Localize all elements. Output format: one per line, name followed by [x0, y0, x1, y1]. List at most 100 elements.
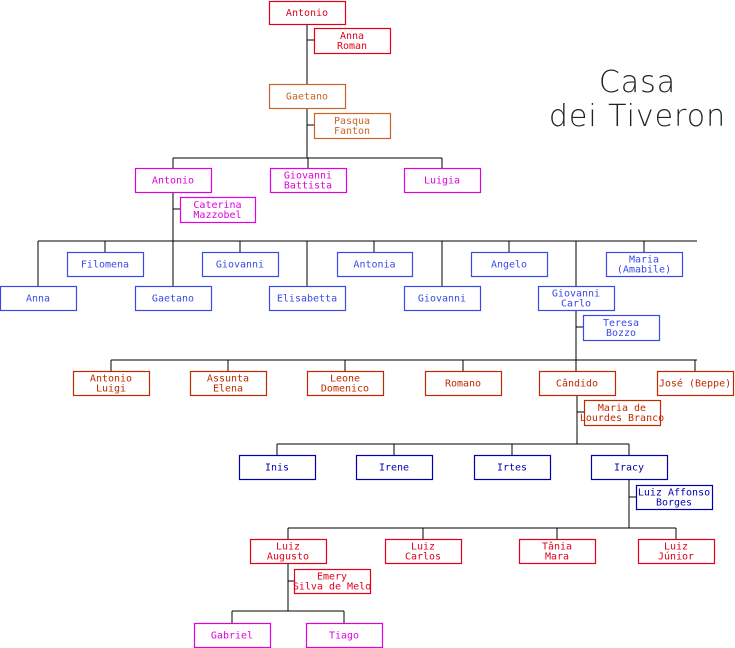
- person-name-line: Battista: [284, 181, 332, 192]
- person-name-line: Luiz Affonso: [638, 488, 710, 499]
- person-iracy: Iracy: [590, 454, 669, 481]
- person-name-line: Iracy: [614, 463, 644, 474]
- person-name-line: Antonia: [353, 260, 395, 271]
- person-box: [0, 285, 78, 312]
- person-box: [72, 370, 151, 397]
- person-box: [336, 251, 414, 278]
- person-name-line: Silva de Melo: [293, 582, 371, 593]
- person-irene: Irene: [355, 454, 434, 481]
- person-name-line: Emery: [317, 572, 347, 583]
- person-name-line: Borges: [656, 498, 692, 509]
- person-name-line: José (Beppe): [659, 378, 731, 390]
- person-box: [66, 251, 145, 278]
- person-gaetano-2: Gaetano: [134, 285, 213, 312]
- person-name-line: Luigi: [96, 384, 126, 395]
- person-name-line: Cândido: [556, 378, 598, 390]
- person-elisabetta: Elisabetta: [268, 285, 347, 312]
- person-name-line: Tiago: [329, 631, 359, 642]
- person-box: [473, 454, 552, 481]
- person-name-line: Romano: [445, 379, 481, 390]
- person-name-line: Bozzo: [606, 328, 636, 339]
- person-name-line: Irtes: [497, 463, 527, 474]
- person-name-line: Giovanni: [284, 171, 332, 182]
- person-gaetano-1: Gaetano: [268, 83, 347, 110]
- person-maria-amabile: Maria(Amabile): [605, 251, 684, 278]
- person-box: [518, 538, 597, 565]
- person-angelo: Angelo: [470, 251, 549, 278]
- person-box: [293, 568, 372, 595]
- person-luigia: Luigia: [403, 167, 482, 194]
- person-name-line: Inis: [265, 463, 289, 474]
- person-name-line: Maria: [629, 255, 659, 266]
- person-name-line: Anna: [26, 294, 50, 305]
- person-name-line: Carlos: [405, 552, 441, 563]
- person-name-line: Carlo: [561, 299, 591, 310]
- person-box: [179, 196, 257, 224]
- person-name-line: Tânia: [542, 541, 572, 553]
- person-gabriel: Gabriel: [193, 622, 272, 648]
- person-name-line: Pasqua: [334, 116, 370, 127]
- person-name-line: Elena: [213, 384, 243, 395]
- person-box: [189, 370, 268, 397]
- person-box: [470, 251, 549, 278]
- person-name-line: Lourdes Branco: [580, 413, 664, 424]
- person-name-line: Assunta: [207, 374, 249, 385]
- title-line-2: dei Tiveron: [548, 99, 727, 134]
- person-name-line: Giovanni: [216, 260, 264, 271]
- person-box: [238, 454, 317, 481]
- person-filomena: Filomena: [66, 251, 145, 278]
- person-name-line: Antonio: [286, 8, 328, 19]
- person-jose-beppe: José (Beppe): [656, 370, 735, 397]
- person-box: [134, 167, 213, 194]
- person-box: [268, 0, 347, 26]
- person-box: [134, 285, 213, 312]
- person-antonia: Antonia: [336, 251, 414, 278]
- person-name-line: Gaetano: [152, 294, 194, 305]
- person-box: [268, 285, 347, 312]
- connector-lines: [37, 24, 697, 623]
- person-name-line: Luiz: [276, 542, 300, 553]
- person-name-line: Caterina: [193, 200, 241, 211]
- person-name-line: Domenico: [321, 384, 369, 395]
- person-antonio-1: Antonio: [268, 0, 347, 26]
- person-name-line: Luiz: [411, 542, 435, 553]
- person-name-line: Gaetano: [286, 92, 328, 103]
- person-box: [355, 454, 434, 481]
- person-box: [656, 370, 735, 397]
- person-name-line: Antonio: [90, 374, 132, 385]
- person-name-line: Leone: [330, 374, 360, 385]
- person-name-line: Augusto: [267, 552, 309, 563]
- person-name-line: Mara: [545, 552, 569, 563]
- person-name-line: Luigia: [424, 176, 460, 187]
- person-box: [201, 251, 280, 278]
- person-name-line: Luiz: [664, 542, 688, 553]
- person-box: [313, 27, 392, 55]
- person-box: [590, 454, 669, 481]
- person-name-line: Gabriel: [211, 631, 253, 642]
- person-name-line: Anna: [340, 31, 364, 42]
- person-box: [384, 538, 463, 565]
- person-name-line: (Amabile): [617, 265, 671, 276]
- person-name-line: Antonio: [152, 176, 194, 187]
- person-name-line: Giovanni: [418, 294, 466, 305]
- person-irtes: Irtes: [473, 454, 552, 481]
- person-candido: Cândido: [538, 370, 617, 397]
- person-name-line: Teresa: [603, 318, 639, 329]
- person-box: [306, 370, 385, 397]
